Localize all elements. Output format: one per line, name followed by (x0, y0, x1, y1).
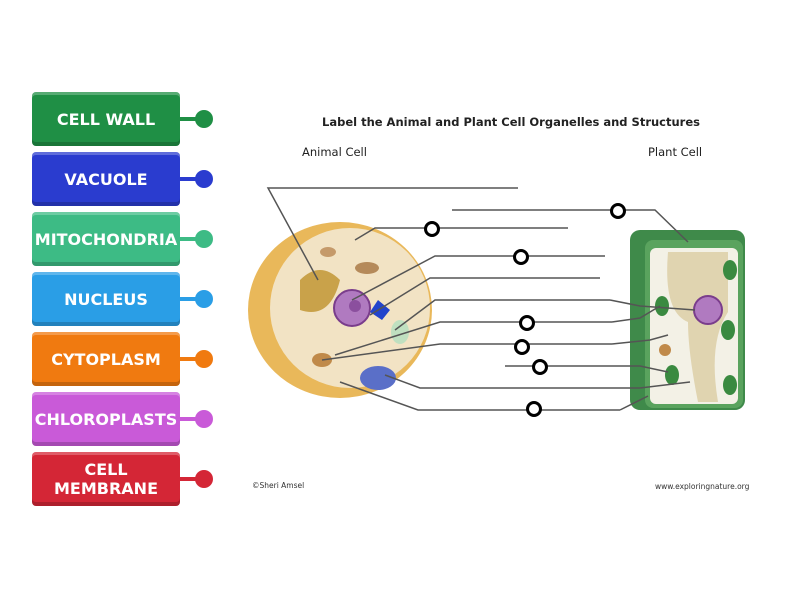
label-cytoplasm[interactable]: CYTOPLASM (32, 332, 180, 386)
connector-line (180, 117, 202, 121)
connector-dot[interactable] (195, 470, 213, 488)
drop-target-3[interactable] (513, 249, 529, 265)
label-cell-wall[interactable]: CELL WALL (32, 92, 180, 146)
connector-line (180, 237, 202, 241)
label-vacuole[interactable]: VACUOLE (32, 152, 180, 206)
label-chloroplasts[interactable]: CHLOROPLASTS (32, 392, 180, 446)
drop-target-2[interactable] (610, 203, 626, 219)
cell-diagram (248, 187, 745, 411)
connector-line (180, 477, 202, 481)
label-nucleus[interactable]: NUCLEUS (32, 272, 180, 326)
diagram-title: Label the Animal and Plant Cell Organell… (322, 115, 700, 129)
connector-dot[interactable] (195, 110, 213, 128)
connector-dot[interactable] (195, 350, 213, 368)
connector-line (180, 417, 202, 421)
drop-target-6[interactable] (532, 359, 548, 375)
drop-target-7[interactable] (526, 401, 542, 417)
connector-dot[interactable] (195, 170, 213, 188)
drop-target-5[interactable] (514, 339, 530, 355)
connector-line (180, 357, 202, 361)
drop-target-4[interactable] (519, 315, 535, 331)
copyright: ©Sheri Amsel (252, 481, 305, 490)
plant-cell-label: Plant Cell (648, 145, 703, 159)
connector-line (180, 177, 202, 181)
animal-cell-label: Animal Cell (302, 145, 367, 159)
label-cell-membrane[interactable]: CELL MEMBRANE (32, 452, 180, 506)
connector-dot[interactable] (195, 230, 213, 248)
connector-line (180, 297, 202, 301)
connector-dot[interactable] (195, 290, 213, 308)
drop-target-1[interactable] (424, 221, 440, 237)
connector-dot[interactable] (195, 410, 213, 428)
label-mitochondria[interactable]: MITOCHONDRIA (32, 212, 180, 266)
website: www.exploringnature.org (655, 482, 750, 491)
